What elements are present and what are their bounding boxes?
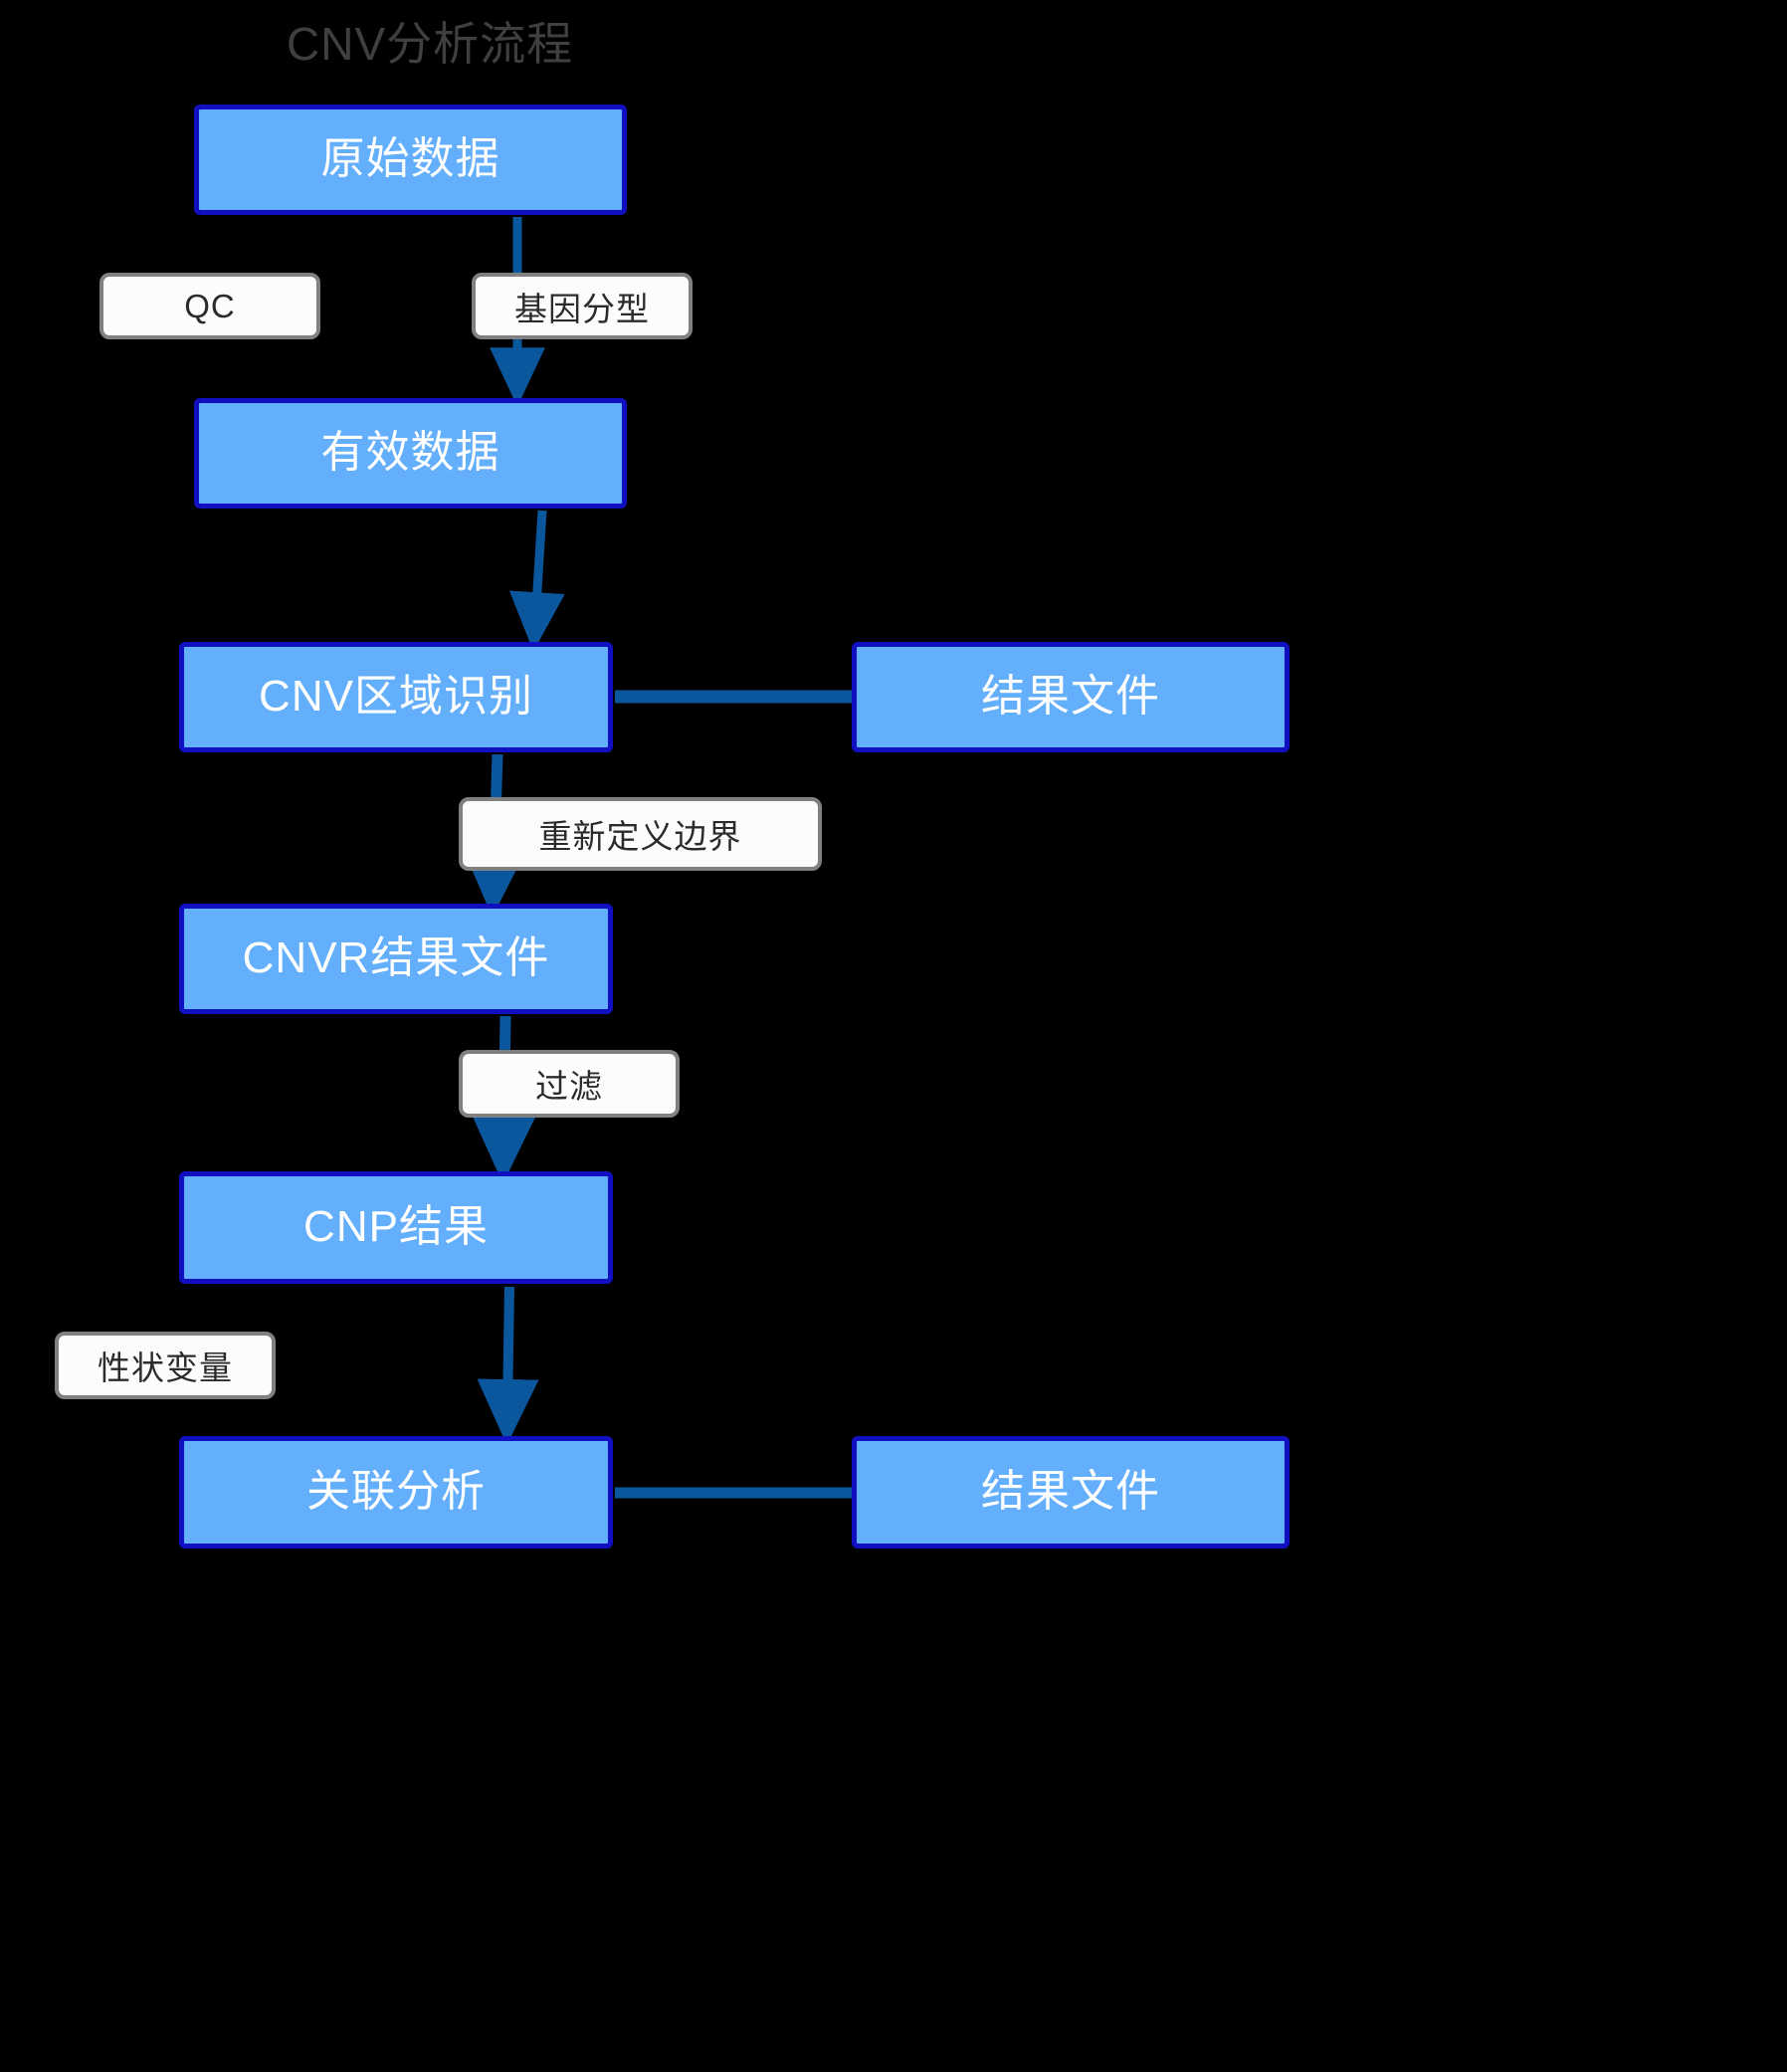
edge-label-filter[interactable]: 过滤 — [459, 1050, 680, 1118]
edge-label-genotyping-text: 基因分型 — [514, 290, 650, 327]
edge-label-redefine-text: 重新定义边界 — [538, 818, 742, 855]
node-result-file-2[interactable]: 结果文件 — [852, 1436, 1290, 1549]
node-raw-data[interactable]: 原始数据 — [194, 104, 627, 215]
node-association-label: 关联分析 — [306, 1467, 486, 1517]
edge-label-trait-var[interactable]: 性状变量 — [55, 1332, 276, 1399]
node-cnvr-result[interactable]: CNVR结果文件 — [179, 904, 613, 1014]
node-result-file-1[interactable]: 结果文件 — [852, 642, 1290, 752]
node-cnv-region-call-label: CNV区域识别 — [259, 672, 533, 722]
node-cnv-region-call[interactable]: CNV区域识别 — [179, 642, 613, 752]
edge-cnp-to-association — [477, 1286, 539, 1445]
node-result-file-2-label: 结果文件 — [981, 1467, 1160, 1517]
edge-label-genotyping[interactable]: 基因分型 — [472, 273, 693, 339]
page-title: CNV分析流程 — [287, 18, 574, 70]
node-cnvr-result-label: CNVR结果文件 — [242, 933, 550, 983]
node-raw-data-label: 原始数据 — [320, 134, 500, 184]
node-cnp-result-label: CNP结果 — [303, 1202, 489, 1252]
node-result-file-1-label: 结果文件 — [981, 672, 1160, 722]
node-valid-data-label: 有效数据 — [320, 428, 500, 478]
edge-label-qc-text: QC — [184, 287, 236, 324]
edge-label-qc[interactable]: QC — [99, 273, 320, 339]
node-valid-data[interactable]: 有效数据 — [194, 398, 627, 509]
edge-valid-to-cnv — [508, 510, 565, 652]
node-cnp-result[interactable]: CNP结果 — [179, 1171, 613, 1284]
edge-label-filter-text: 过滤 — [535, 1068, 603, 1105]
edge-label-trait-var-text: 性状变量 — [98, 1349, 233, 1386]
edge-label-redefine[interactable]: 重新定义边界 — [459, 797, 822, 871]
node-association[interactable]: 关联分析 — [179, 1436, 613, 1549]
